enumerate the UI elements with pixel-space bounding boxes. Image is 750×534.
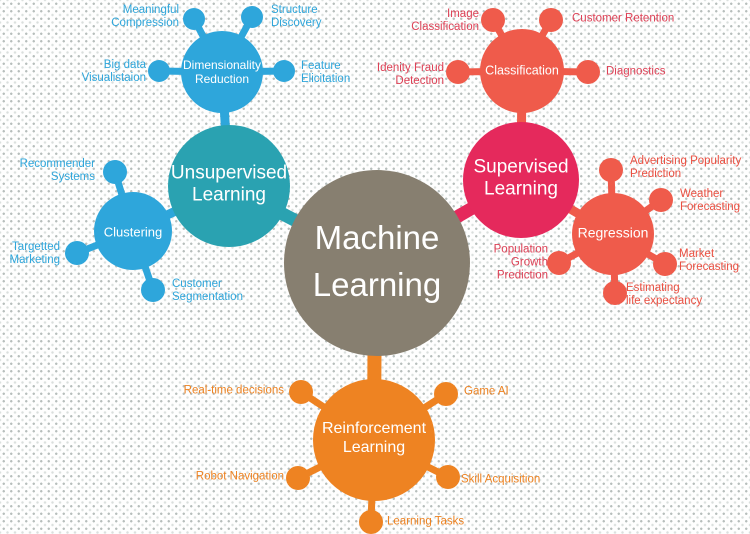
satellite-dot-structure-discovery [241,6,263,28]
node-clustering-circle [94,192,172,270]
satellite-dot-weather-forecasting [649,188,673,212]
satellite-dot-population-growth [547,251,571,275]
node-regression-circle [572,193,654,275]
node-unsupervised-learning-circle [168,125,290,247]
satellite-dot-skill-acquisition [436,465,460,489]
satellite-dot-market-forecasting [653,252,677,276]
satellite-dot-customer-segmentation [141,278,165,302]
satellite-dot-idenity-fraud-detection [446,60,470,84]
satellite-dot-real-time-decisions [289,380,313,404]
node-reinforcement-learning-circle [313,379,435,501]
satellite-dot-advertising-popularity [599,158,623,182]
satellite-dot-meaningful-compression [183,8,205,30]
satellite-dot-learning-tasks [359,510,383,534]
satellite-dot-estimating-life-expectancy [603,281,627,305]
satellite-dot-diagnostics [576,60,600,84]
node-dimensionality-reduction-circle [181,31,263,113]
satellite-dot-robot-navigation [286,466,310,490]
node-machine-learning-circle [284,170,470,356]
satellite-dot-game-ai [434,382,458,406]
node-supervised-learning-circle [463,122,579,238]
satellite-dot-big-data-visualistaion [148,60,170,82]
node-classification-circle [480,29,564,113]
satellite-dot-targetted-marketing [65,241,89,265]
satellite-dot-image-classification [481,8,505,32]
satellite-dot-recommender-systems [103,160,127,184]
satellite-dot-feature-elicitation [273,60,295,82]
satellite-dot-customer-retention [539,8,563,32]
